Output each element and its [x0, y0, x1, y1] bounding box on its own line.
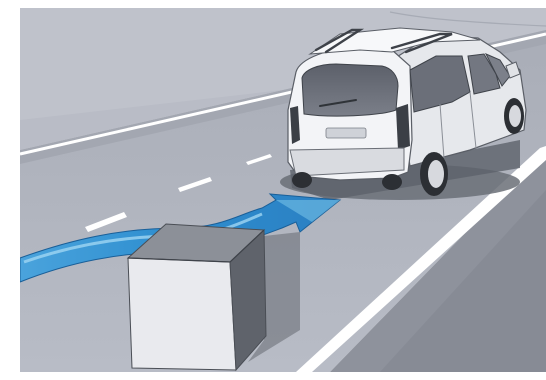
frame-top [0, 0, 546, 8]
frame-left [0, 0, 20, 380]
frame-bottom [0, 372, 546, 380]
